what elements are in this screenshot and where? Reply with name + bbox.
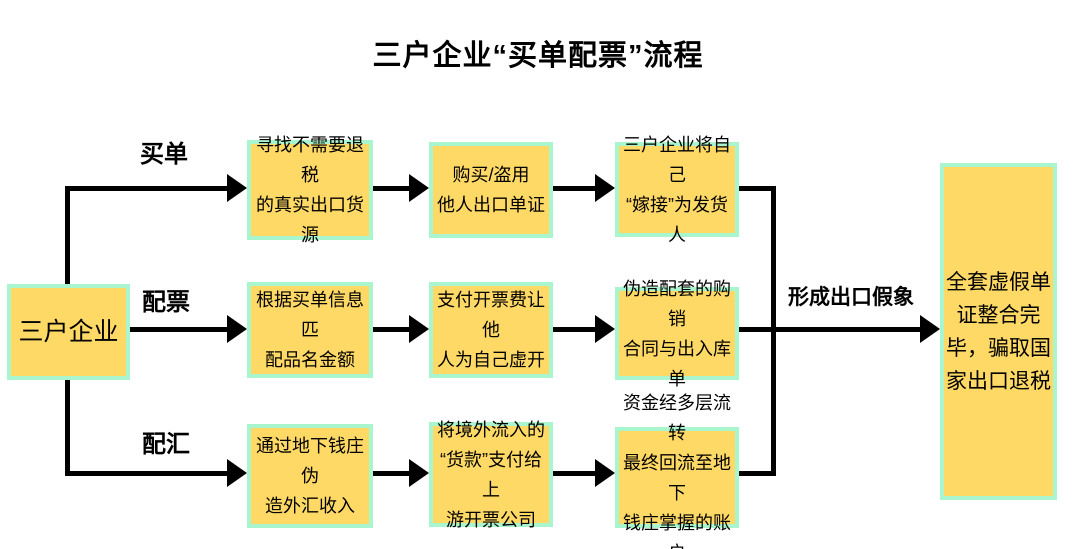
merge-label: 形成出口假象	[788, 286, 914, 309]
step-buy-order-1: 寻找不需要退税 的真实出口货源	[247, 135, 373, 245]
connector-merge-to-result	[739, 327, 921, 332]
result-node: 全套虚假单 证整合完 毕，骗取国 家出口退税	[940, 163, 1057, 500]
step-match-invoice-2: 支付开票费让他 人为自己虚开	[429, 282, 553, 378]
arrowhead-row3-step1-2	[409, 459, 429, 487]
arrowhead-row1-step2-3	[595, 174, 615, 202]
arrowhead-row1-left	[227, 174, 247, 202]
arrowhead-row2-step1-2	[409, 315, 429, 343]
connector-start-up	[65, 186, 70, 284]
connector-start-down	[65, 380, 70, 476]
connector-row1-left	[65, 186, 227, 191]
arrowhead-row2-left	[227, 315, 247, 343]
step-buy-order-3: 三户企业将自己 “嫁接”为发货人	[615, 135, 739, 245]
connector-row3-step1-2	[373, 471, 409, 476]
arrowhead-merge-to-result	[920, 315, 940, 343]
connector-row3-merge-stub	[739, 471, 776, 476]
step-match-invoice-1: 根据买单信息匹 配品名金额	[247, 282, 373, 378]
connector-row2-left	[130, 327, 227, 332]
step-match-forex-2: 将境外流入的 “货款”支付给上 游开票公司	[429, 420, 553, 530]
connector-row2-step2-3	[553, 327, 595, 332]
arrowhead-row3-left	[227, 459, 247, 487]
step-match-invoice-3: 伪造配套的购销 合同与出入库单	[615, 279, 739, 389]
branch-label-match-invoice: 配票	[142, 289, 190, 316]
arrowhead-row3-step2-3	[595, 459, 615, 487]
arrowhead-row1-step1-2	[409, 174, 429, 202]
start-node: 三户企业	[7, 284, 130, 380]
branch-label-buy-order: 买单	[140, 141, 188, 168]
connector-row3-step2-3	[553, 471, 595, 476]
connector-row1-step1-2	[373, 186, 409, 191]
step-buy-order-2: 购买/盗用 他人出口单证	[429, 142, 553, 238]
page-title: 三户企业“买单配票”流程	[372, 40, 704, 72]
connector-row3-left	[65, 471, 227, 476]
branch-label-match-forex: 配汇	[142, 431, 190, 458]
connector-row2-step1-2	[373, 327, 409, 332]
step-match-forex-3: 资金经多层流转 最终回流至地下 钱庄掌握的账户	[615, 393, 739, 549]
connector-row1-merge-stub	[739, 186, 776, 191]
step-match-forex-1: 通过地下钱庄伪 造外汇收入	[247, 424, 373, 528]
arrowhead-row2-step2-3	[595, 315, 615, 343]
connector-row1-step2-3	[553, 186, 595, 191]
